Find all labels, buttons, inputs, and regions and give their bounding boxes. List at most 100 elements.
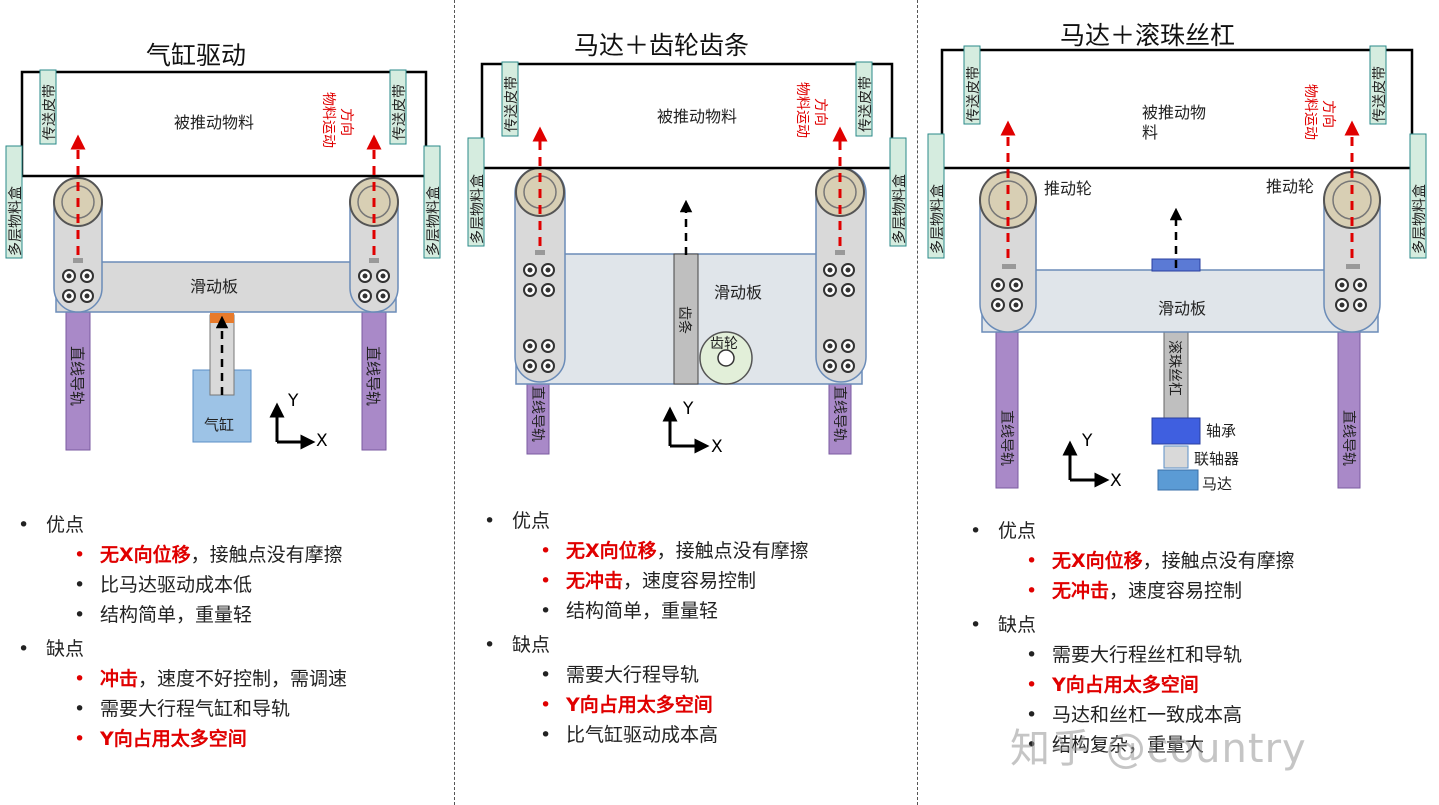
- belt-left: [501, 61, 519, 137]
- box-left: [5, 145, 23, 259]
- slide-plate-label: 滑动板: [714, 283, 762, 302]
- con-item: 结构复杂，重量大: [970, 730, 1295, 760]
- box-label-right: 多层物料盒: [891, 174, 908, 244]
- cylinder-label: 气缸: [204, 416, 234, 434]
- axis-x-label: X: [1110, 471, 1122, 491]
- divider-right: [917, 0, 918, 805]
- axis-x-label: X: [316, 431, 328, 451]
- axis-y-label: Y: [682, 399, 694, 419]
- con-item: Y向占用太多空间: [970, 670, 1295, 700]
- direction-label-1: 物料运动: [794, 82, 810, 138]
- rack-label: 齿条: [676, 306, 693, 334]
- bearing-label: 轴承: [1206, 422, 1236, 440]
- rack: [673, 253, 699, 385]
- box-left: [467, 137, 485, 247]
- material-label-1: 被推动物: [1142, 103, 1206, 122]
- box-label-left: 多层物料盒: [469, 174, 486, 244]
- belt-label-right: 传送皮带: [858, 76, 874, 132]
- con-item: 马达和丝杠一致成本高: [970, 700, 1295, 730]
- con-item: 需要大行程丝杠和导轨: [970, 640, 1295, 670]
- slide-plate-label: 滑动板: [1158, 299, 1206, 318]
- panel3-diagram: 直线导轨 直线导轨 滚珠丝杠 轴承 联轴器 马达 滑动板 推动轮 推动轮 被推动…: [927, 45, 1428, 493]
- pros-heading: 优点: [970, 516, 1295, 546]
- wheel-label-left: 推动轮: [1044, 179, 1092, 198]
- pros-heading: 优点: [484, 506, 809, 536]
- panel2-notes: 优点 无X向位移，接触点没有摩擦 无冲击，速度容易控制 结构简单，重量轻 缺点 …: [484, 502, 809, 750]
- con-item: Y向占用太多空间: [18, 724, 347, 754]
- gear-label: 齿轮: [710, 336, 738, 352]
- divider-left: [454, 0, 455, 805]
- box-label-left: 多层物料盒: [7, 186, 24, 256]
- belt-right: [855, 61, 873, 137]
- con-item: Y向占用太多空间: [484, 690, 809, 720]
- cylinder-rod: [209, 314, 235, 396]
- rail-label-right: 直线导轨: [1340, 410, 1357, 466]
- material-label-2: 料: [1142, 123, 1158, 142]
- watermark: 知乎 @country: [1010, 726, 1307, 772]
- panel2-title: 马达＋齿轮齿条: [574, 31, 750, 60]
- con-item: 需要大行程导轨: [484, 660, 809, 690]
- linear-rail-right: [361, 311, 387, 451]
- cons-heading: 缺点: [18, 634, 347, 664]
- direction-label-1: 物料运动: [320, 92, 336, 148]
- rail-label-right: 直线导轨: [364, 346, 382, 406]
- box-right: [1409, 133, 1427, 259]
- rail-label-right: 直线导轨: [831, 386, 848, 442]
- pushed-material: [940, 48, 1414, 170]
- belt-label-right: 传送皮带: [392, 84, 408, 140]
- axis-y-label: Y: [287, 391, 299, 411]
- panel2-diagram: 直线导轨 直线导轨 滑动板 齿条 齿轮 被推动物料 传送皮带 传送皮带 多层物料…: [467, 61, 908, 457]
- con-item: 冲击，速度不好控制，需调速: [18, 664, 347, 694]
- direction-label-2: 方向: [1320, 100, 1336, 128]
- motor: [1157, 469, 1199, 491]
- pro-item: 无冲击，速度容易控制: [484, 566, 809, 596]
- ball-screw-label: 滚珠丝杠: [1166, 340, 1183, 396]
- rail-label-left: 直线导轨: [998, 410, 1015, 466]
- cons-heading: 缺点: [484, 630, 809, 660]
- pro-item: 结构简单，重量轻: [18, 600, 347, 630]
- mechanism-diagrams: 直线导轨 直线导轨 滑动板 气缸 被推动物料 传送皮带 传送皮带 多层物料盒: [5, 45, 1428, 493]
- box-right: [889, 137, 907, 247]
- panel3-notes: 优点 无X向位移，接触点没有摩擦 无冲击，速度容易控制 缺点 需要大行程丝杠和导…: [970, 512, 1295, 760]
- panel1-diagram: 直线导轨 直线导轨 滑动板 气缸 被推动物料 传送皮带 传送皮带 多层物料盒: [5, 69, 442, 451]
- belt-right: [389, 69, 407, 145]
- pro-item: 无X向位移，接触点没有摩擦: [970, 546, 1295, 576]
- pro-item: 比马达驱动成本低: [18, 570, 347, 600]
- pros-heading: 优点: [18, 510, 347, 540]
- pro-item: 无X向位移，接触点没有摩擦: [18, 540, 347, 570]
- slide-plate: [981, 269, 1379, 333]
- material-label: 被推动物料: [657, 107, 737, 126]
- motor-label: 马达: [1202, 475, 1232, 493]
- axis-x-label: X: [711, 437, 723, 457]
- box-label-right: 多层物料盒: [1411, 184, 1428, 254]
- cylinder-body: [192, 369, 252, 443]
- panel3-title: 马达＋滚珠丝杠: [1060, 21, 1236, 50]
- direction-label-2: 方向: [338, 108, 354, 136]
- rail-label-left: 直线导轨: [529, 386, 546, 442]
- pro-item: 无X向位移，接触点没有摩擦: [484, 536, 809, 566]
- coupling: [1163, 445, 1189, 469]
- belt-label-left: 传送皮带: [42, 84, 58, 140]
- belt-label-left: 传送皮带: [966, 66, 982, 122]
- wheel-label-right: 推动轮: [1266, 177, 1314, 196]
- pushed-material: [20, 70, 428, 178]
- con-item: 需要大行程气缸和导轨: [18, 694, 347, 724]
- belt-left: [963, 45, 981, 125]
- belt-label-right: 传送皮带: [1372, 66, 1388, 122]
- pushed-material: [480, 62, 894, 170]
- pro-item: 无冲击，速度容易控制: [970, 576, 1295, 606]
- belt-right: [1369, 45, 1387, 125]
- bearing: [1151, 417, 1201, 445]
- belt-label-left: 传送皮带: [504, 76, 520, 132]
- axis-y-label: Y: [1081, 431, 1093, 451]
- coupling-label: 联轴器: [1194, 450, 1239, 468]
- slide-plate-label: 滑动板: [190, 277, 238, 296]
- con-item: 比气缸驱动成本高: [484, 720, 809, 750]
- box-label-right: 多层物料盒: [425, 186, 442, 256]
- box-left: [927, 133, 945, 259]
- belt-left: [39, 69, 57, 145]
- direction-label-1: 物料运动: [1302, 84, 1318, 140]
- box-right: [423, 145, 441, 259]
- panel1-title: 气缸驱动: [146, 41, 247, 70]
- cons-heading: 缺点: [970, 610, 1295, 640]
